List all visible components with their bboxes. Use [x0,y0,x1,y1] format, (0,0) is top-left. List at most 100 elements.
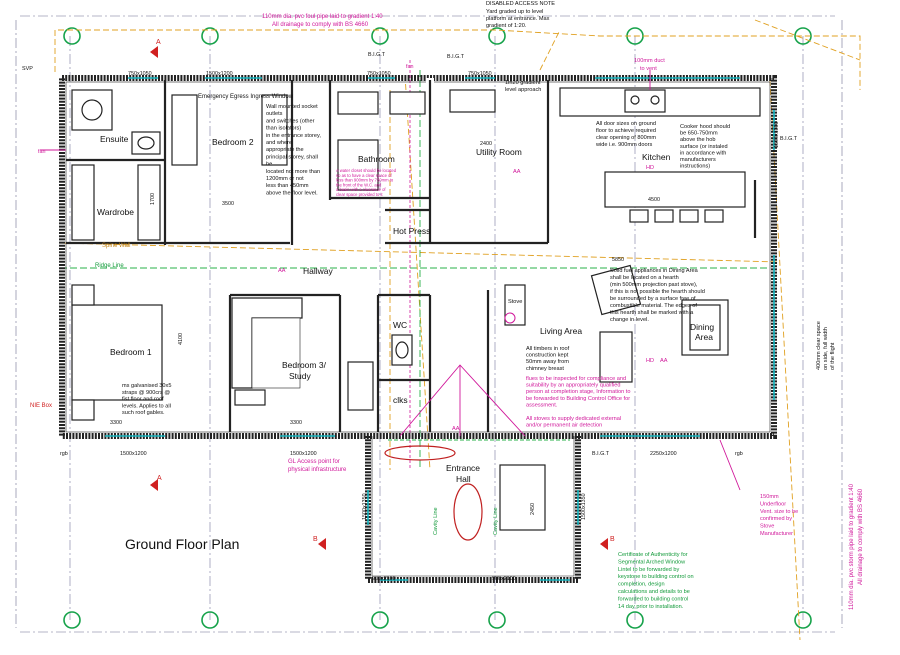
room-hallway: Hallway [303,266,334,276]
socket-line: principal storey, shall [266,154,318,160]
door-line: clear opening of 800mm [596,135,656,141]
red-markup [384,445,483,541]
pipe-right-note-2: All drainage to comply with BS 4660 [858,488,864,585]
hood-line: surface (or instaled [680,144,728,150]
fuel-line: if this is not possible the hearth shoul… [610,289,705,295]
socket-line: outlets [266,111,283,117]
wc-line: less than 900mm by 750mm to [336,178,394,183]
socket-line: 1200mm or not [266,176,304,182]
straps-line: levels. Applies to all [122,403,171,409]
room-hot-press: Hot Press [393,226,430,236]
access-note-2: Yard graded up to level [486,9,543,15]
vent-line: Vent. size to be [760,509,798,515]
dim-window-7: 2250x1200 [650,451,677,457]
ramp-note-2: level approach [505,87,541,93]
top-notes: 110mm dia. pvc foul pipe laid to gradien… [198,1,665,100]
room-clks: clks [393,395,408,405]
gl-note-2: physical infrastructure [288,467,347,473]
dim-hall: 5850 [612,257,624,263]
room-bathroom: Bathroom [358,154,395,164]
dim-window-3: 750x1050 [367,71,391,77]
pipe-right-note-1: 110mm dia. pvc storm pipe laid to gradie… [849,483,855,610]
clear-line: of the flight [830,342,836,370]
bigt-4: B.I.G.T [780,136,798,142]
flues-line: be forwarded to Building Control Office … [526,396,630,402]
straps-line: ms galvanised 30x5 [122,383,171,389]
door-line: floor to achieve required [596,128,656,134]
rgb-2: rgb [735,451,743,457]
flues-line: suitability by an appropriately qualifie… [526,383,621,389]
room-living: Living Area [540,326,582,336]
cavity-label-1: Cavity Line [433,507,439,535]
vent-line: 150mm [760,494,779,500]
timber-line: construction kept [526,353,569,359]
vent-line: Underfloor [760,501,786,507]
rgb-1: rgb [60,451,68,457]
straps-line: fist floor and roof [122,397,164,403]
aa-label-entrance: AA [452,426,460,432]
dim-kitchen: 4500 [648,197,660,203]
dim-utility: 2400 [480,141,492,147]
room-utility: Utility Room [476,147,522,157]
door-line: All door sizes on ground [596,121,656,127]
hd-label-dining: HD [646,358,654,364]
flues-line: person at completion stage, Information … [526,389,630,395]
flues-note: flues to be inspected for compliance and… [526,376,630,408]
room-wardrobe: Wardrobe [97,207,134,217]
aa-label-utility: AA [513,169,521,175]
svp-label: SVP [22,66,33,72]
service-lines [54,19,861,641]
dimension-labels: 750x1050 1500x1200 750x1050 750x1050 240… [110,71,780,582]
room-labels: Ensuite Bedroom 2 Bathroom Utility Room … [97,134,714,484]
stove-label: Stove [508,299,522,305]
wc-line: the front of the W.C. and [336,182,382,187]
straps-line: straps @ 900crs @ [122,390,170,396]
dim-window-2: 1500x1200 [206,71,233,77]
cert-line: keystone to building control on [618,574,694,580]
socket-line: and where [266,140,292,146]
wc-line: clear space provided to it [336,192,383,197]
egress-note: Emergency Egress Ingress Window [198,94,294,100]
wc-line: A water closet should be located [336,168,397,173]
hood-line: be 650-750mm [680,131,718,137]
fuel-line: combustible material. The edges of [610,303,697,309]
cert-line: Certificate of Authenticity for [618,552,688,558]
hd-label-kitchen: HD [646,165,654,171]
duct-note-2: to vent [640,66,657,72]
stoves-line: All stoves to supply dedicated external [526,416,621,422]
aa-label-hall: AA [278,268,286,274]
cert-line: 14 day prior to installation. [618,604,684,610]
wc-line: so as to have a clear space of [336,173,392,178]
site-boundary [15,15,843,633]
fixtures [71,87,761,531]
room-bedroom3: Bedroom 3/ [282,360,327,370]
vent-line: confirmed by [760,516,792,522]
section-a-bottom: A [157,475,162,482]
dim-entrance: 2450 [530,503,536,515]
dim-door-2: 900x2100 [492,576,516,582]
hood-line: manufacturers [680,157,716,163]
socket-line: be [266,162,272,168]
room-bedroom1: Bedroom 1 [110,347,152,357]
cert-line: Lintel to be forwarded by [618,567,679,573]
hood-line: Cooker hood should [680,124,730,130]
bigt-3: B.I.G.T [592,451,610,457]
duct-note-1: 100mm duct [634,58,665,64]
fuel-line: be surrounded by a surface free of [610,296,696,302]
solid-fuel-note: Solid fuel appliances in Dining Areashal… [610,268,705,323]
fuel-line: change in level. [610,317,649,323]
socket-line: Wall mounted socket [266,104,318,110]
stoves-line: and/or permanent air detection [526,423,602,429]
timber-line: 50mm away from [526,359,569,365]
pipe-note-top-2: All drainage to comply with BS 4660 [272,22,369,28]
internal-walls [66,80,757,432]
bigt-markers: B.I.G.T B.I.G.T B.I.G.T B.I.G.T fan fan … [22,52,798,457]
dim-window-5: 1500x1200 [120,451,147,457]
socket-line: appropriate the [266,147,304,153]
bigt-2: B.I.G.T [447,54,465,60]
dim-porch-2: 1500x1350 [581,493,587,520]
